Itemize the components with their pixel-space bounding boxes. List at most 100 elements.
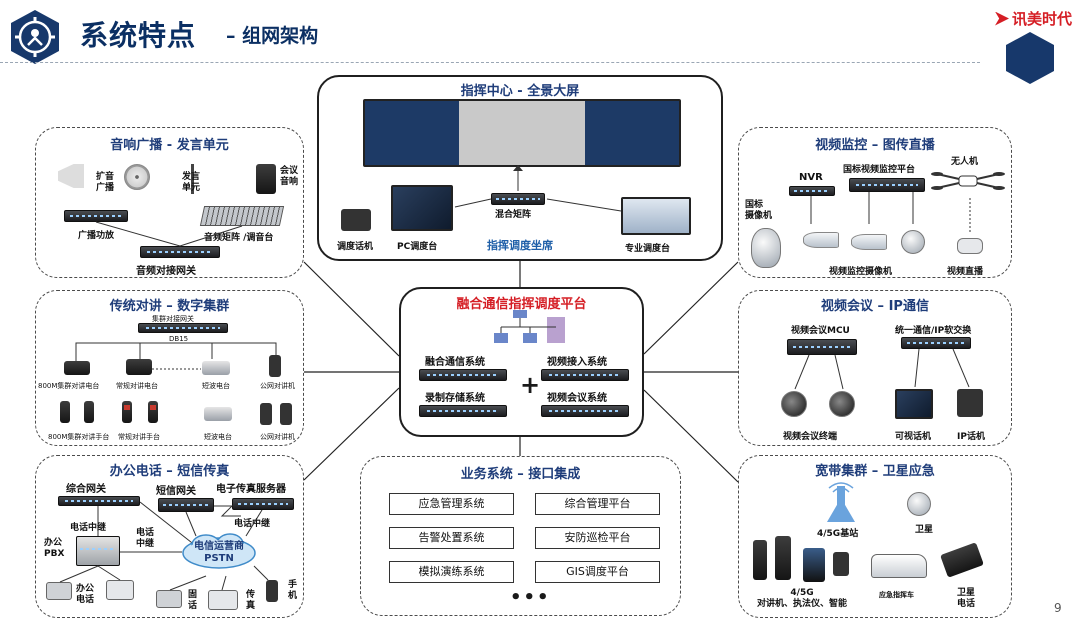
platform-server-4 [541, 405, 629, 417]
trunk-item-7: 短波电台 [204, 433, 232, 441]
conf-links [794, 348, 970, 390]
video-conf-title: 视频会议 – IP通信 [821, 299, 929, 314]
audio-broadcast-title: 音响广播 - 发言单元 [110, 138, 229, 153]
plus-symbol: + [520, 371, 541, 399]
trunk-item-3: 短波电台 [202, 382, 230, 390]
command-center-panel: 指挥中心 - 全景大屏 调度话机 PC调度台 混合矩阵 指挥调度坐席 专业调度台 [317, 75, 723, 261]
dispatch-phone-label: 调度话机 [337, 242, 374, 252]
brand-mark-icon [995, 11, 1009, 26]
trunk-gateway-icon [138, 323, 228, 333]
public-radio-icon-2 [280, 403, 292, 425]
network-topology-icon [494, 310, 565, 343]
pc-console-icon [391, 185, 453, 231]
conference-audio-label: 会议 音响 [280, 166, 299, 187]
db15-label: DB15 [169, 335, 189, 343]
trunk-item-6: 常规对讲手台 [118, 433, 160, 441]
nvr-icon [789, 186, 835, 196]
relay-mid-label: 电话 中继 [136, 528, 155, 549]
video-monitor-panel: 视频监控 – 图传直播 NVR 国标视频监控平台 无人机 国标 摄像机 视频监控… [738, 127, 1012, 278]
shortwave-radio-icon [202, 361, 230, 375]
mixing-matrix-label: 混合矩阵 [495, 210, 532, 220]
fixed-phone-icon [156, 590, 182, 608]
mixing-matrix-icon [491, 193, 545, 205]
live-stream-label: 视频直播 [947, 267, 984, 277]
audio-gateway-label: 音频对接网关 [136, 266, 196, 277]
office-phone-label: 办公 电话 [76, 584, 95, 605]
lte-terminal-icon [775, 536, 791, 580]
platform-panel: 融合通信指挥调度平台 融合通信系统 视频接入系统 录制存储系统 视频会议系统 [399, 287, 644, 437]
link-video-monitor [643, 261, 739, 355]
nvr-label: NVR [799, 172, 823, 183]
trunk-gateway-label: 集群对接网关 [152, 315, 194, 323]
more-systems-ellipsis: ••• [510, 587, 551, 608]
command-center-title: 指挥中心 - 全景大屏 [460, 84, 580, 99]
business-system-4: 安防巡检平台 [535, 527, 660, 549]
fixed-phone-label: 固 话 [188, 590, 198, 611]
satellite-phone-icon [940, 542, 984, 578]
office-links [59, 501, 269, 591]
bullet-camera-icon-2 [851, 234, 887, 250]
dome-camera-icon [901, 230, 925, 254]
ceiling-speaker-icon [124, 164, 150, 190]
office-pbx-label: 办公 PBX [44, 538, 65, 559]
ip-phone-label: IP话机 [957, 432, 985, 442]
trunk-handset-icon-1 [60, 401, 70, 423]
drone-controller-icon [957, 238, 983, 254]
mobile-phone-icon [266, 580, 278, 602]
broadband-title: 宽带集群 – 卫星应急 [815, 464, 935, 479]
hexagon-decoration-icon [1006, 32, 1054, 84]
trunking-panel: 传统对讲 – 数字集群 集群对接网关 DB15 800M集群对讲电台 常规对讲电… [35, 290, 304, 446]
audio-links [95, 221, 243, 247]
satellite-dish-icon [907, 492, 931, 516]
command-center-links [454, 165, 622, 212]
office-phone-title: 办公电话 – 短信传真 [109, 464, 230, 479]
satellite-label: 卫星 [915, 525, 934, 535]
lte-radio-icon [753, 540, 767, 580]
conventional-handset-icon-2 [148, 401, 158, 423]
fax-machine-icon [208, 590, 238, 610]
softswitch-icon [901, 337, 971, 349]
trunk-item-2: 常规对讲电台 [116, 382, 158, 390]
microphone-icon [191, 164, 194, 194]
broadband-panel: 宽带集群 – 卫星应急 4/5G基站 卫星 4/5G 对讲机、执法仪、智能 应急… [738, 455, 1012, 618]
conference-terminal-icon-1 [781, 391, 807, 417]
amp-speaker-label: 扩音 广播 [96, 172, 115, 193]
drone-icon [931, 172, 1005, 190]
mcu-label: 视频会议MCU [791, 326, 850, 336]
shortwave-station-icon [204, 407, 232, 421]
relay-right-label: 电话中继 [234, 519, 271, 529]
header-divider [0, 62, 980, 63]
gb-camera-label: 国标 摄像机 [745, 200, 773, 221]
satellite-phone-label: 卫星 电话 [957, 588, 976, 609]
broadband-terminals-label: 4/5G 对讲机、执法仪、智能 [757, 588, 848, 609]
audio-matrix-label: 音频矩阵 /调音台 [204, 233, 274, 243]
business-system-3: 告警处置系统 [389, 527, 514, 549]
video-wall [363, 99, 681, 167]
platform-server-2 [541, 369, 629, 381]
command-vehicle-icon [871, 554, 927, 578]
pstn-cloud-icon [182, 533, 256, 569]
bullet-camera-icon-1 [803, 232, 839, 248]
gb-ptz-camera-icon [751, 228, 781, 268]
page-title: 系统特点 [80, 19, 197, 52]
relay-left-label: 电话中继 [70, 523, 107, 533]
broadcast-amp-icon [64, 210, 128, 222]
monitor-platform-label: 国标视频监控平台 [843, 165, 916, 175]
brand-name: 讯美时代 [1012, 10, 1073, 28]
speech-unit-label: 发言 单元 [182, 172, 201, 193]
pc-console-label: PC调度台 [397, 242, 438, 252]
conference-terminal-icon-2 [829, 391, 855, 417]
public-network-radio-icon [269, 355, 281, 377]
trunk-item-8: 公网对讲机 [260, 433, 295, 441]
base-station-label: 4/5G基站 [817, 529, 859, 539]
page-subtitle: – 组网架构 [226, 25, 319, 47]
trunk-handset-icon-2 [84, 401, 94, 423]
office-phone-icon [46, 582, 72, 600]
fax-server-icon [232, 498, 294, 510]
dispatch-phone-icon [341, 209, 371, 231]
platform-system-1: 融合通信系统 [425, 357, 485, 368]
platform-system-4: 视频会议系统 [547, 393, 607, 404]
conference-speaker-icon [256, 164, 276, 194]
office-phone-panel: 办公电话 – 短信传真 综合网关 短信网关 电子传真服务器 电话中继 电话 中继… [35, 455, 304, 618]
unified-comm-label: 统一通信/IP软交换 [895, 326, 972, 336]
